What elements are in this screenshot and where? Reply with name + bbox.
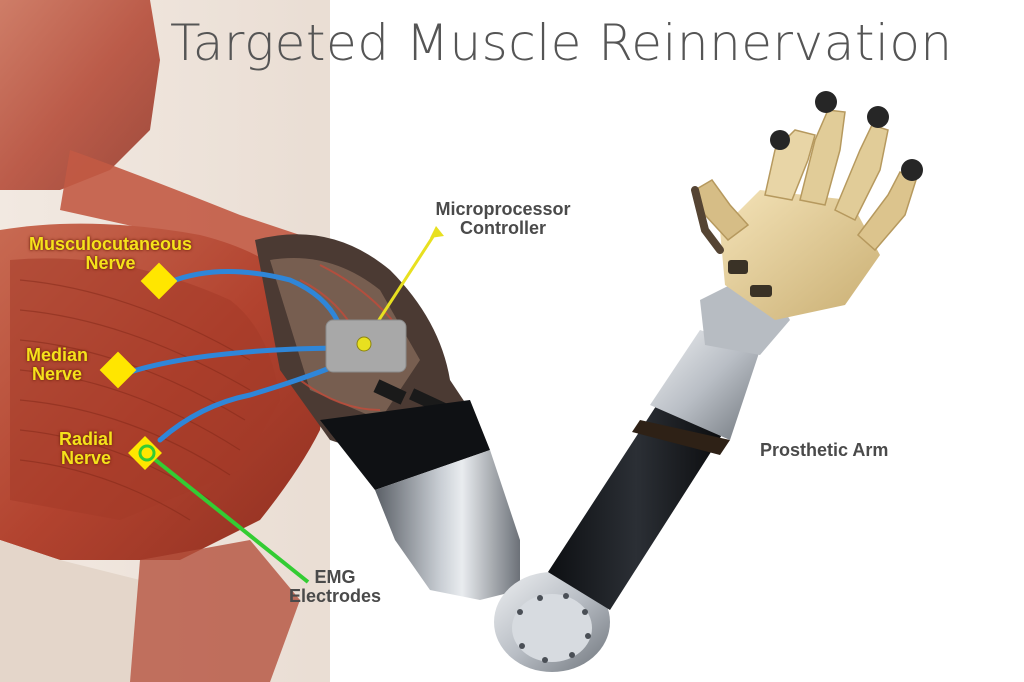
prosthetic-arm-label: Prosthetic Arm bbox=[760, 440, 889, 460]
musculocutaneous-label-line1: Musculocutaneous bbox=[28, 234, 193, 254]
radial-nerve-label: Radial Nerve bbox=[46, 430, 126, 468]
microprocessor-label-line1: Microprocessor bbox=[435, 199, 571, 219]
emg-electrodes-label: EMG Electrodes bbox=[276, 568, 394, 606]
emg-pointer bbox=[146, 452, 310, 584]
median-label-line1: Median bbox=[25, 345, 88, 365]
emg-label-line1: EMG bbox=[314, 567, 356, 587]
median-marker bbox=[99, 351, 137, 389]
nerve-wires bbox=[127, 269, 341, 443]
prosthetic-forearm bbox=[548, 330, 760, 610]
prosthetic-elbow bbox=[494, 572, 610, 672]
prosthetic-socket bbox=[320, 400, 520, 600]
emg-electrode-icon bbox=[138, 444, 156, 462]
musculocutaneous-nerve-label: Musculocutaneous Nerve bbox=[8, 235, 213, 273]
page-title: Targeted Muscle Reinnervation bbox=[170, 14, 953, 72]
microprocessor-controller-label: Microprocessor Controller bbox=[420, 200, 586, 238]
prosthetic-hand bbox=[691, 91, 923, 355]
median-label-line2: Nerve bbox=[31, 363, 83, 384]
nerve-markers bbox=[99, 262, 178, 470]
microprocessor-controller bbox=[325, 319, 407, 373]
musculocutaneous-label-line2: Nerve bbox=[85, 252, 136, 273]
musculocutaneous-marker bbox=[140, 262, 178, 300]
radial-label-line2: Nerve bbox=[60, 447, 112, 468]
radial-label-line1: Radial bbox=[58, 429, 114, 449]
emg-label-line2: Electrodes bbox=[288, 585, 382, 606]
median-nerve-label: Median Nerve bbox=[14, 346, 100, 384]
microprocessor-label-line2: Controller bbox=[459, 217, 546, 238]
radial-marker bbox=[128, 436, 162, 470]
